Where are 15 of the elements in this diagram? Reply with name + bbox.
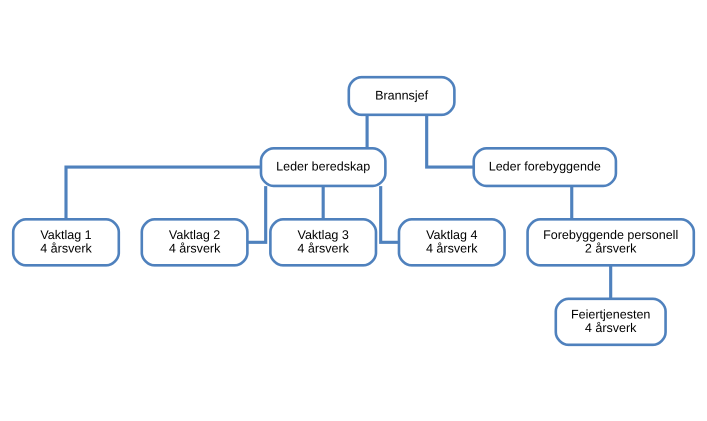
connector (64, 165, 261, 218)
connector (366, 114, 369, 148)
node-box: Vaktlag 1 4 årsverk (12, 218, 120, 266)
node-box: Vaktlag 4 4 årsverk (398, 218, 506, 266)
connector (322, 186, 325, 219)
connector (609, 265, 612, 298)
node-box: Leder beredskap (260, 146, 387, 187)
connector (425, 114, 474, 168)
node-box: Vaktlag 3 4 årsverk (269, 218, 378, 266)
node-box: Vaktlag 2 4 årsverk (140, 218, 249, 266)
node-box: Brannsjef (347, 75, 456, 116)
connector (570, 186, 574, 219)
node-box: Leder forebyggende (472, 146, 618, 187)
node-box: Feiertjenesten 4 årsverk (554, 297, 667, 346)
node-box: Forebyggende personell 2 årsverk (526, 218, 696, 266)
